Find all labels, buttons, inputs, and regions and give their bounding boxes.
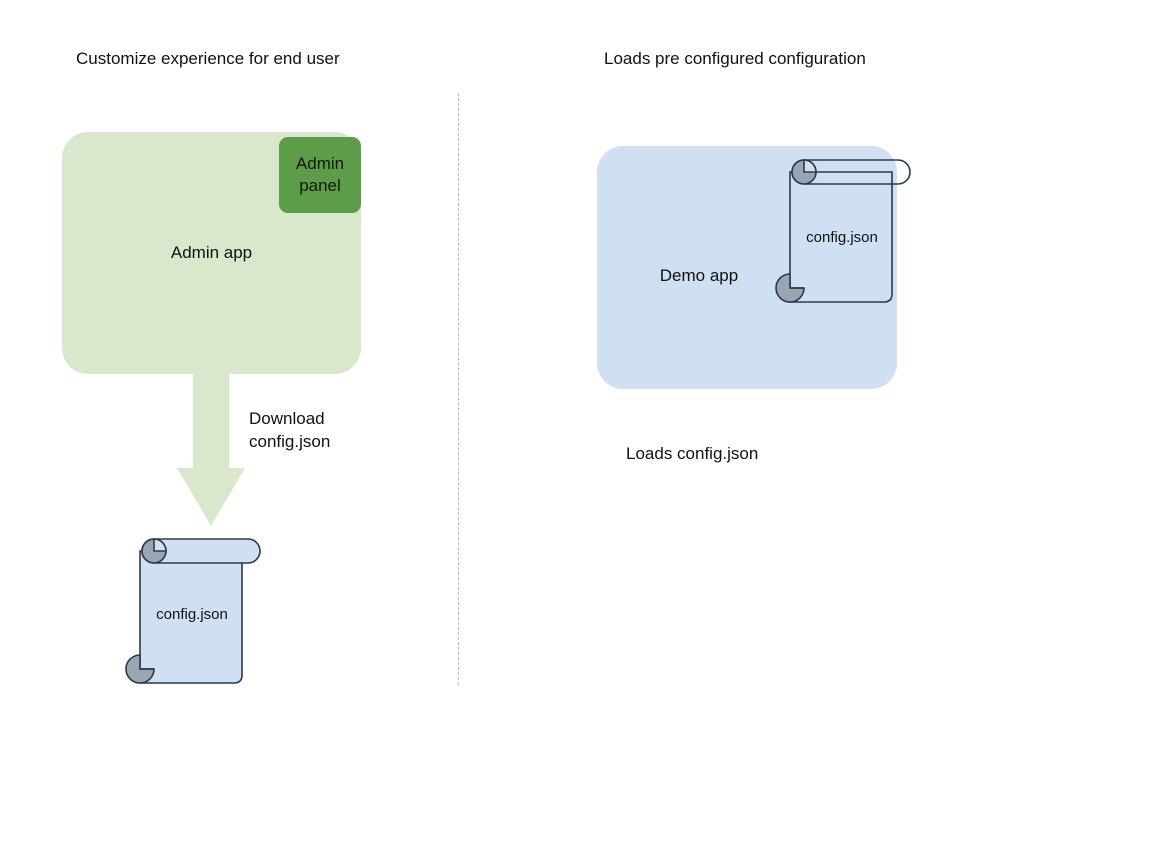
- download-arrow-label-line2: config.json: [249, 431, 331, 451]
- config-json-document-right[interactable]: config.json: [768, 150, 918, 308]
- config-json-label-right: config.json: [806, 229, 878, 246]
- right-panel-title: Loads pre configured configuration: [604, 49, 866, 68]
- admin-app-label: Admin app: [170, 243, 253, 262]
- download-arrow-label: Download config.json: [249, 408, 330, 453]
- download-arrow-label-line1: Download: [249, 409, 325, 428]
- left-panel-title: Customize experience for end user: [76, 49, 340, 68]
- admin-panel-label-line1: Admin: [295, 154, 345, 173]
- admin-panel-label: Admin panel: [296, 153, 344, 197]
- download-arrow-icon: [177, 372, 245, 526]
- admin-panel-badge[interactable]: Admin panel: [279, 137, 361, 213]
- loads-config-caption: Loads config.json: [626, 444, 759, 463]
- admin-panel-label-line2: panel: [299, 176, 341, 195]
- panel-divider: [458, 93, 459, 685]
- demo-app-label: Demo app: [659, 265, 739, 285]
- config-json-document-left[interactable]: config.json: [118, 527, 268, 689]
- config-json-label-left: config.json: [156, 606, 228, 623]
